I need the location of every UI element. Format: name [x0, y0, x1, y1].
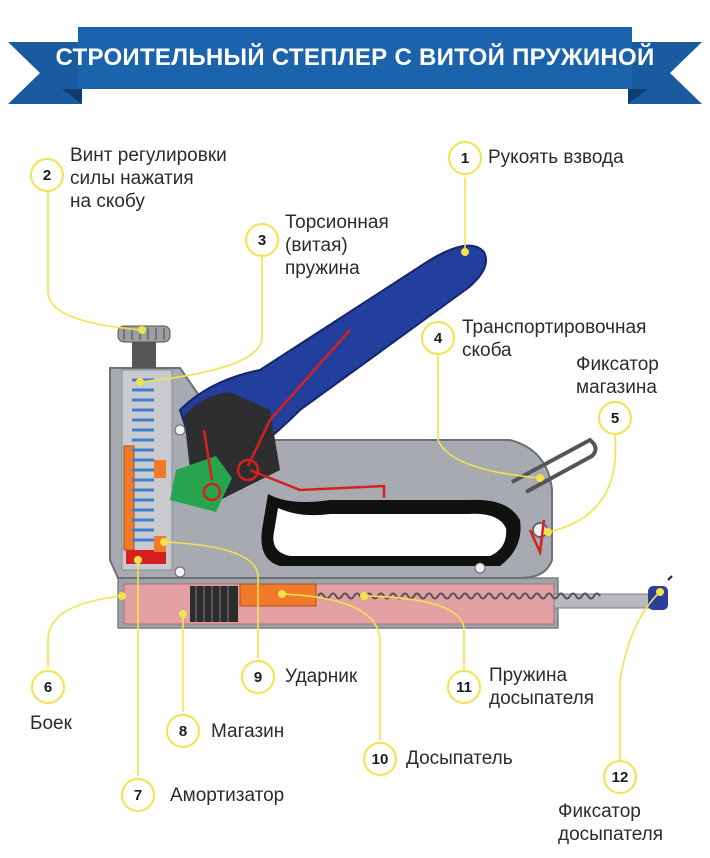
- callout-label-9: Ударник: [285, 666, 358, 687]
- callout-label-7: Амортизатор: [170, 785, 285, 806]
- drive-wires: [202, 329, 546, 557]
- callout-badge-1: 1: [448, 141, 482, 175]
- callout-badge-11: 11: [447, 670, 481, 704]
- title-banner: [8, 27, 702, 104]
- callout-label-8: Магазин: [211, 721, 285, 742]
- callout-badge-3: 3: [245, 223, 279, 257]
- stapler-body: [109, 367, 553, 579]
- callout-label-6: Боек: [30, 713, 72, 734]
- transport-staple: [511, 437, 598, 494]
- callout-badge-5: 5: [598, 401, 632, 435]
- page-title: СТРОИТЕЛЬНЫЙ СТЕПЛЕР С ВИТОЙ ПРУЖИНОЙ: [55, 44, 655, 71]
- leader-lines: [47, 177, 661, 776]
- callout-label-10: Досыпатель: [406, 748, 513, 769]
- callout-badge-12: 12: [603, 760, 637, 794]
- callout-badge-9: 9: [241, 660, 275, 694]
- callout-badge-4: 4: [421, 321, 455, 355]
- callout-badge-2: 2: [30, 158, 64, 192]
- callout-label-1: Рукоять взвода: [488, 147, 624, 168]
- callout-badge-7: 7: [121, 778, 155, 812]
- callout-badge-10: 10: [363, 742, 397, 776]
- adjustment-screw: [117, 325, 171, 368]
- magazine-base: [117, 575, 673, 629]
- callout-badge-8: 8: [166, 714, 200, 748]
- callout-dots: [118, 248, 664, 618]
- callout-badge-6: 6: [31, 670, 65, 704]
- callout-label-3: Торсионная(витая)пружина: [285, 212, 389, 279]
